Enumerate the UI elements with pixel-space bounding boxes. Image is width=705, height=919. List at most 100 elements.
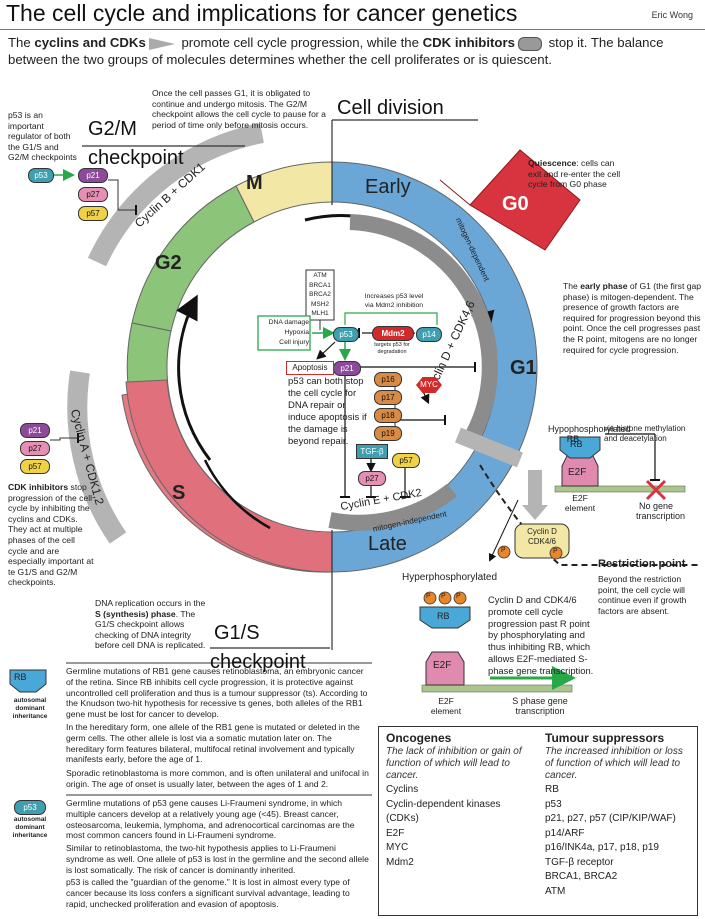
e2f-lower-shape (425, 651, 465, 686)
rb-logo-icon (9, 669, 47, 693)
title-rule (0, 29, 705, 30)
p21-left-pill: p21 (78, 168, 108, 183)
rb-paragraph-2: In the hereditary form, one allele of th… (66, 722, 360, 765)
myc-hex: MYC (416, 377, 442, 393)
damage-box (257, 315, 311, 351)
list-item: RB (545, 784, 559, 795)
p-marker-1: P (553, 548, 558, 555)
intro-paragraph: The cyclins and CDKs promote cell cycle … (8, 34, 698, 68)
ts-subtitle: The increased inhibition or loss of func… (545, 746, 683, 781)
hyper-label: Hyperphosphorylated (402, 572, 498, 583)
p53-paragraph-1: Germline mutations of p53 gene causes Li… (66, 798, 355, 841)
list-item: ATM (545, 885, 566, 897)
ts-title: Tumour suppressors (545, 731, 665, 745)
g2m-note: Once the cell passes G1, it is obligated… (152, 88, 326, 130)
oncogenes-title: Oncogenes (386, 731, 452, 745)
p18-pill: p18 (374, 408, 402, 423)
phase-g0-label: G0 (502, 193, 529, 215)
restriction-point-note: Beyond the restriction point, the cell c… (598, 574, 687, 616)
intro-text-c: promote cell cycle progression, while th… (177, 35, 423, 50)
p27-lower-pill: p27 (20, 441, 50, 456)
intro-text-a: The (8, 35, 35, 50)
g1s-title: G1/S (214, 622, 260, 644)
g2m-title: G2/M (88, 118, 137, 140)
arc-cyclin-b (87, 123, 264, 267)
list-item: E2F (386, 827, 405, 839)
p53-stop-note: p53 can both stop the cell cycle for DNA… (288, 376, 367, 447)
g2m-checkpoint: checkpoint (88, 147, 184, 169)
phase-early-label: Early (365, 176, 411, 198)
p-marker-3: P (426, 593, 431, 600)
phase-late-label: Late (368, 533, 407, 555)
rb-logo-label: RB (14, 672, 27, 682)
e2f-upper-label: E2F (568, 467, 587, 478)
p53-left-pill: p53 (28, 168, 54, 183)
list-item: TGF-β receptor (545, 856, 614, 868)
intro-text-e: stop it. The balance between the two gro… (8, 35, 664, 67)
rb-upper-shape (559, 436, 601, 459)
p53-logo-pill: p53 (14, 800, 46, 815)
rb-lower-label: RB (437, 611, 450, 621)
arc-cyclin-a (67, 370, 127, 544)
cyclin-d-note: Cyclin D and CDK4/6 promote cell cycle p… (488, 594, 594, 676)
phase-g0-block (469, 149, 581, 251)
p53-paragraph-3: p53 is called the "guardian of the genom… (66, 877, 350, 909)
p16-pill: p16 (374, 372, 402, 387)
phase-m-label: M (246, 172, 263, 194)
quiescence-note: Quiescence: cells can exit and re-enter … (528, 158, 621, 190)
early-g1-note: The early phase of G1 (the first gap pha… (563, 281, 702, 355)
p57-center-pill: p57 (392, 453, 420, 468)
intro-cdki: CDK inhibitors (422, 35, 515, 50)
mdm2-pill: Mdm2 (372, 326, 414, 341)
list-item: p53 (545, 798, 562, 810)
list-item: p16/INK4a, p17, p18, p19 (545, 842, 659, 853)
p14-pill: p14 (416, 327, 442, 342)
p53-center-pill: p53 (333, 327, 359, 342)
apoptosis-box: Apoptosis (286, 361, 334, 375)
p-marker-4: P (441, 593, 446, 600)
oncogenes-list: Cyclins Cyclin-dependent kinases (CDKs) … (386, 783, 536, 870)
author: Eric Wong (651, 10, 693, 20)
atm-box (305, 269, 335, 321)
list-item: Mdm2 (386, 856, 414, 868)
phase-s-label: S (172, 482, 186, 504)
page-title: The cell cycle and implications for canc… (6, 0, 518, 26)
rb-lower-shape (419, 606, 471, 629)
p53-paragraph-2: Similar to retinoblastoma, the two-hit h… (66, 843, 369, 875)
rb-paragraph-3: Sporadic retinoblastoma is more common, … (66, 768, 369, 789)
p27-left-pill: p27 (78, 187, 108, 202)
list-item: BRCA1, BRCA2 (545, 871, 618, 882)
arc-cyclin-e (328, 483, 457, 531)
rb-paragraph-1: Germline mutations of RB1 gene causes re… (66, 666, 368, 720)
rb-upper-label: RB (570, 439, 583, 449)
p17-pill: p17 (374, 390, 402, 405)
oncogene-ts-table (378, 726, 698, 916)
p57-left-pill: p57 (78, 206, 108, 221)
p19-pill: p19 (374, 426, 402, 441)
promoter-arrow-icon (148, 37, 175, 50)
p-marker-2: P (501, 547, 506, 554)
arc-cyclin-d (349, 214, 498, 445)
list-item: Cyclins (386, 784, 419, 795)
tgfb-box: TGF-β (356, 444, 388, 459)
cdk-inhibitors-note: CDK inhibitors stop progression of the c… (8, 482, 94, 588)
p-marker-5: P (456, 593, 461, 600)
p27-center-pill: p27 (358, 471, 386, 486)
e2f-lower-label: E2F (433, 660, 452, 671)
phase-g2-label: G2 (155, 252, 182, 274)
list-item: p21, p27, p57 (CIP/KIP/WAF) (545, 813, 676, 824)
phase-g1-label: G1 (510, 357, 537, 379)
p21-lower-pill: p21 (20, 423, 50, 438)
intro-cyclins: cyclins and CDKs (34, 35, 146, 50)
restriction-point-title: Restriction point (598, 558, 686, 570)
